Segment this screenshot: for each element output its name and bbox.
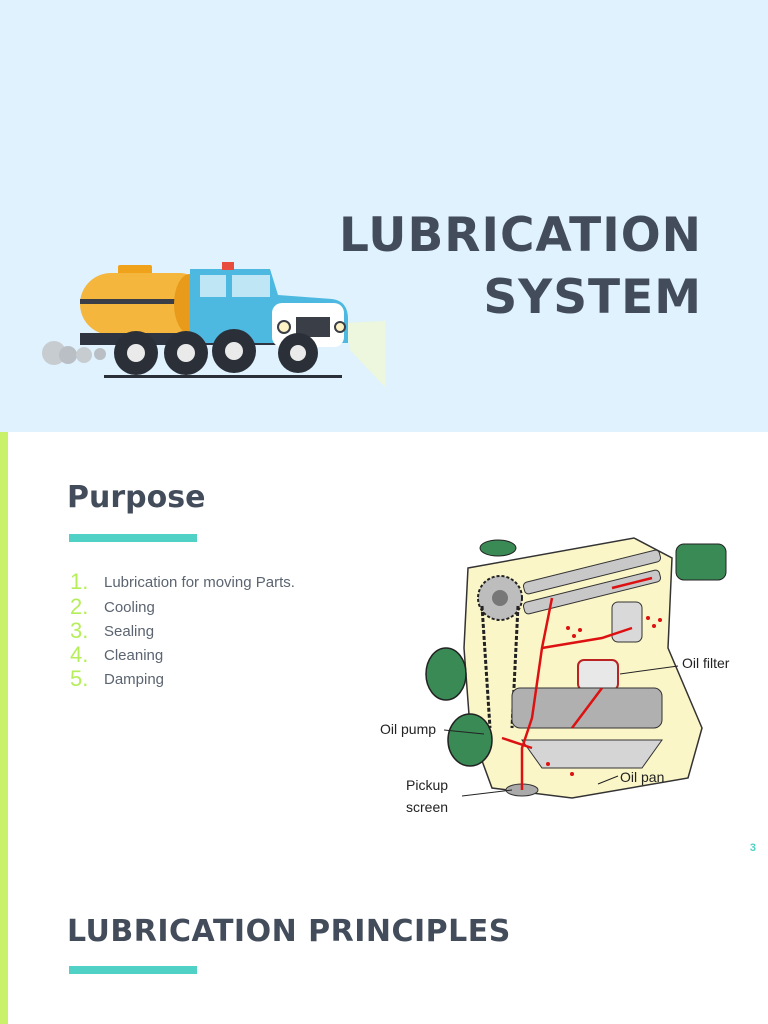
list-number: 4. [70, 642, 89, 668]
list-number: 1. [70, 569, 89, 595]
heading-underline [69, 966, 197, 974]
cover-slide: LUBRICATION SYSTEM [0, 0, 768, 432]
cover-title-line1: LUBRICATION [339, 208, 702, 263]
principles-slide: LUBRICATION PRINCIPLES [0, 866, 768, 1024]
list-number: 3. [70, 617, 89, 643]
list-number: 5. [70, 666, 89, 692]
list-item: 3. Sealing [70, 617, 295, 643]
screen-label: screen [406, 799, 448, 815]
list-item: 4. Cleaning [70, 643, 295, 667]
slide-accent-bar [0, 866, 8, 1024]
purpose-list: 1. Lubrication for moving Parts. 2. Coolin… [70, 570, 295, 691]
list-item: 1. Lubrication for moving Parts. [70, 570, 295, 594]
tanker-truck-illustration [42, 262, 385, 387]
list-text: Cleaning [104, 647, 164, 665]
engine-lubrication-diagram: Oil filter Oil pump Pickup screen Oil pa… [380, 537, 730, 815]
purpose-slide: Purpose 1. Lubrication for moving Parts. … [0, 432, 768, 866]
oil-filter-label: Oil filter [682, 655, 730, 671]
list-text: Damping [104, 671, 165, 689]
list-item: 2. Cooling [70, 594, 295, 618]
cover-title-line2: SYSTEM [483, 270, 702, 325]
list-item: 5. Damping [70, 667, 295, 691]
purpose-heading: Purpose [67, 480, 206, 515]
cover-title: LUBRICATION SYSTEM [339, 205, 702, 329]
pickup-label: Pickup [406, 777, 448, 793]
list-text: Sealing [104, 622, 155, 640]
principles-heading: LUBRICATION PRINCIPLES [67, 914, 511, 949]
slide-accent-bar [0, 432, 8, 866]
oil-pan-label: Oil pan [620, 769, 664, 785]
heading-underline [69, 534, 197, 542]
list-text: Lubrication for moving Parts. [104, 574, 295, 592]
oil-pump-label: Oil pump [380, 721, 436, 737]
page-number: 3 [749, 842, 756, 854]
list-number: 2. [70, 593, 89, 619]
list-text: Cooling [104, 598, 155, 616]
